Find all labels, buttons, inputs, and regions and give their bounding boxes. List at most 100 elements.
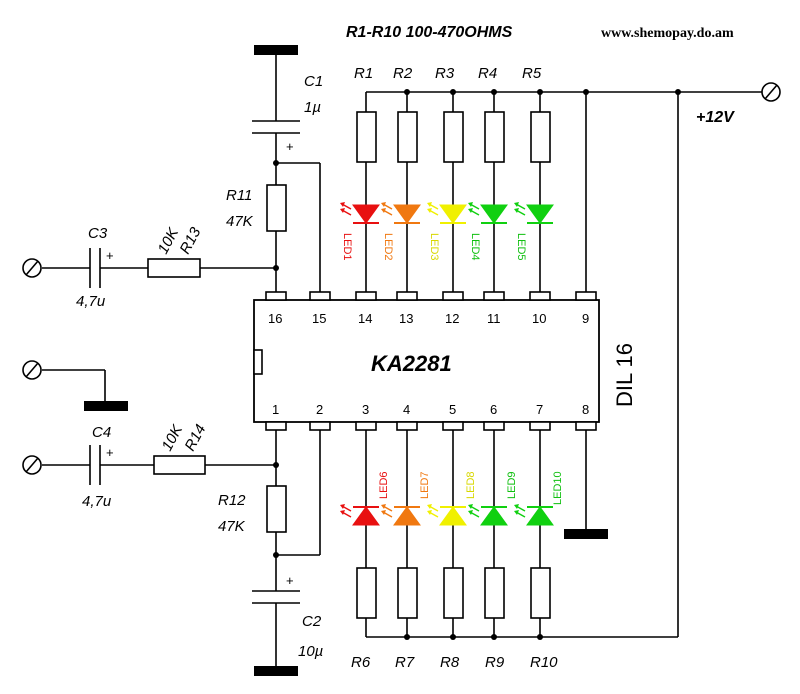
label-r11-value: 47K [226,213,254,230]
label-led9: LED9 [506,471,518,499]
label-led7: LED7 [419,471,431,499]
capacitor-c4 [89,445,101,485]
label-r5: R5 [522,65,542,82]
resistor-r8 [443,567,464,619]
led-bottom-8 [427,504,467,526]
terminal-supply [761,82,781,102]
label-led1: LED1 [341,233,353,261]
label-led4: LED4 [469,233,481,261]
label-r9: R9 [485,654,505,671]
junction-dots [273,89,681,640]
capacitor-c1 [252,120,300,134]
label-r7: R7 [395,654,415,671]
label-c3: C3 [88,225,108,242]
ic-package: DIL 16 [612,343,637,407]
label-r13: R13 [177,224,205,257]
label-led3: LED3 [428,233,440,261]
led-top-5 [514,202,554,224]
resistor-r1 [356,111,377,163]
terminal-input-1 [22,258,42,278]
label-c2-value: 10µ [298,643,323,660]
led-bottom-6 [340,504,380,526]
resistor-r9 [484,567,505,619]
resistor-r11 [266,184,287,232]
ic-pin-8: 8 [582,402,589,417]
ic-pin-15: 15 [312,311,326,326]
label-r4: R4 [478,65,497,82]
label-c4: C4 [92,424,111,441]
resistor-r12 [266,485,287,533]
led-top-1 [340,202,380,224]
label-c3-value: 4,7u [76,293,106,310]
led-top-3 [427,202,467,224]
capacitor-c2 [252,590,300,604]
label-r6: R6 [351,654,371,671]
led-bottom-7 [381,504,421,526]
label-led2: LED2 [382,233,394,261]
led-bottom-10 [514,504,554,526]
resistor-r10 [530,567,551,619]
terminal-ground [22,360,42,380]
label-led8: LED8 [465,471,477,499]
label-r8: R8 [440,654,460,671]
ic-pin-5: 5 [449,402,456,417]
top-led-columns [356,92,551,292]
led-group [340,202,554,526]
label-c2: C2 [302,613,322,630]
ic-pin-2: 2 [316,402,323,417]
ic-pin-1: 1 [272,402,279,417]
resistor-r2 [397,111,418,163]
url-text: www.shemopay.do.am [601,26,734,41]
c1-plus: + [286,139,294,154]
label-r1: R1 [354,65,373,82]
label-r3: R3 [435,65,455,82]
ic-pin-3: 3 [362,402,369,417]
ic-pin-9: 9 [582,311,589,326]
c2-plus: + [286,573,294,588]
c3-plus: + [106,248,114,263]
label-r12-value: 47K [218,518,246,535]
resistor-r7 [397,567,418,619]
ic-pin-10: 10 [532,311,546,326]
label-c4-value: 4,7u [82,493,112,510]
bottom-led-columns [356,430,551,637]
label-r2: R2 [393,65,413,82]
ic-pin-7: 7 [536,402,543,417]
capacitor-c3 [89,248,101,288]
led-top-2 [381,202,421,224]
resistor-r14 [153,455,206,475]
ic-pin-16: 16 [268,311,282,326]
label-r14-value: 10K [159,421,187,453]
led-top-4 [468,202,508,224]
ground-bar-top [254,45,298,55]
label-r10: R10 [530,654,558,671]
ground-bar-bottom [254,666,298,676]
ground-bar-middle [84,401,128,411]
ic-pin-4: 4 [403,402,410,417]
resistor-r3 [443,111,464,163]
ic-pin-12: 12 [445,311,459,326]
resistor-r6 [356,567,377,619]
label-r14: R14 [182,422,210,454]
led-bottom-9 [468,504,508,526]
title-text: R1-R10 100-470OHMS [346,24,513,41]
label-led6: LED6 [378,471,390,499]
ic-chip [253,291,600,431]
c4-plus: + [106,445,114,460]
label-led5: LED5 [515,233,527,261]
ic-pin-6: 6 [490,402,497,417]
terminal-input-2 [22,455,42,475]
resistor-r4 [484,111,505,163]
label-r13-value: 10K [155,224,183,256]
resistor-r13 [147,258,201,278]
resistor-r5 [530,111,551,163]
label-c1-value: 1µ [304,99,321,116]
ground-bar-pin8 [564,529,608,539]
wiring [42,55,762,666]
ic-pin-11: 11 [487,311,501,326]
ic-pin-13: 13 [399,311,413,326]
supply-label: +12V [696,109,735,126]
label-r12: R12 [218,492,246,509]
label-r11: R11 [226,187,252,204]
